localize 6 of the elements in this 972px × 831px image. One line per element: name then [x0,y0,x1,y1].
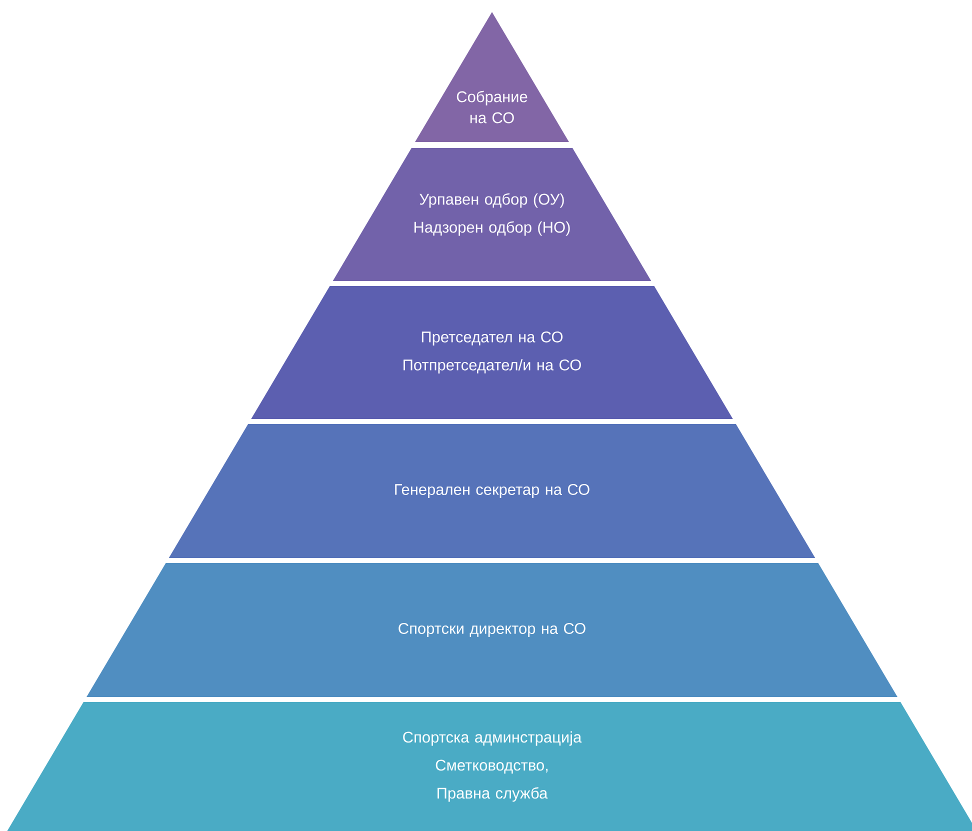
pyramid-layer: Претседател на СО Потпретседател/и на СО [251,286,733,419]
pyramid-layer: Спортски директор на СО [86,563,898,697]
pyramid-layer: Спортска админстрација Сметководство, Правна служба [7,702,972,831]
pyramid-layer: Генерален секретар на СО [168,424,816,558]
pyramid-layer: Урпавен одбор (ОУ) Надзорен одбор (НО) [332,148,652,281]
pyramid-layer: Собрание на СО [415,12,569,142]
